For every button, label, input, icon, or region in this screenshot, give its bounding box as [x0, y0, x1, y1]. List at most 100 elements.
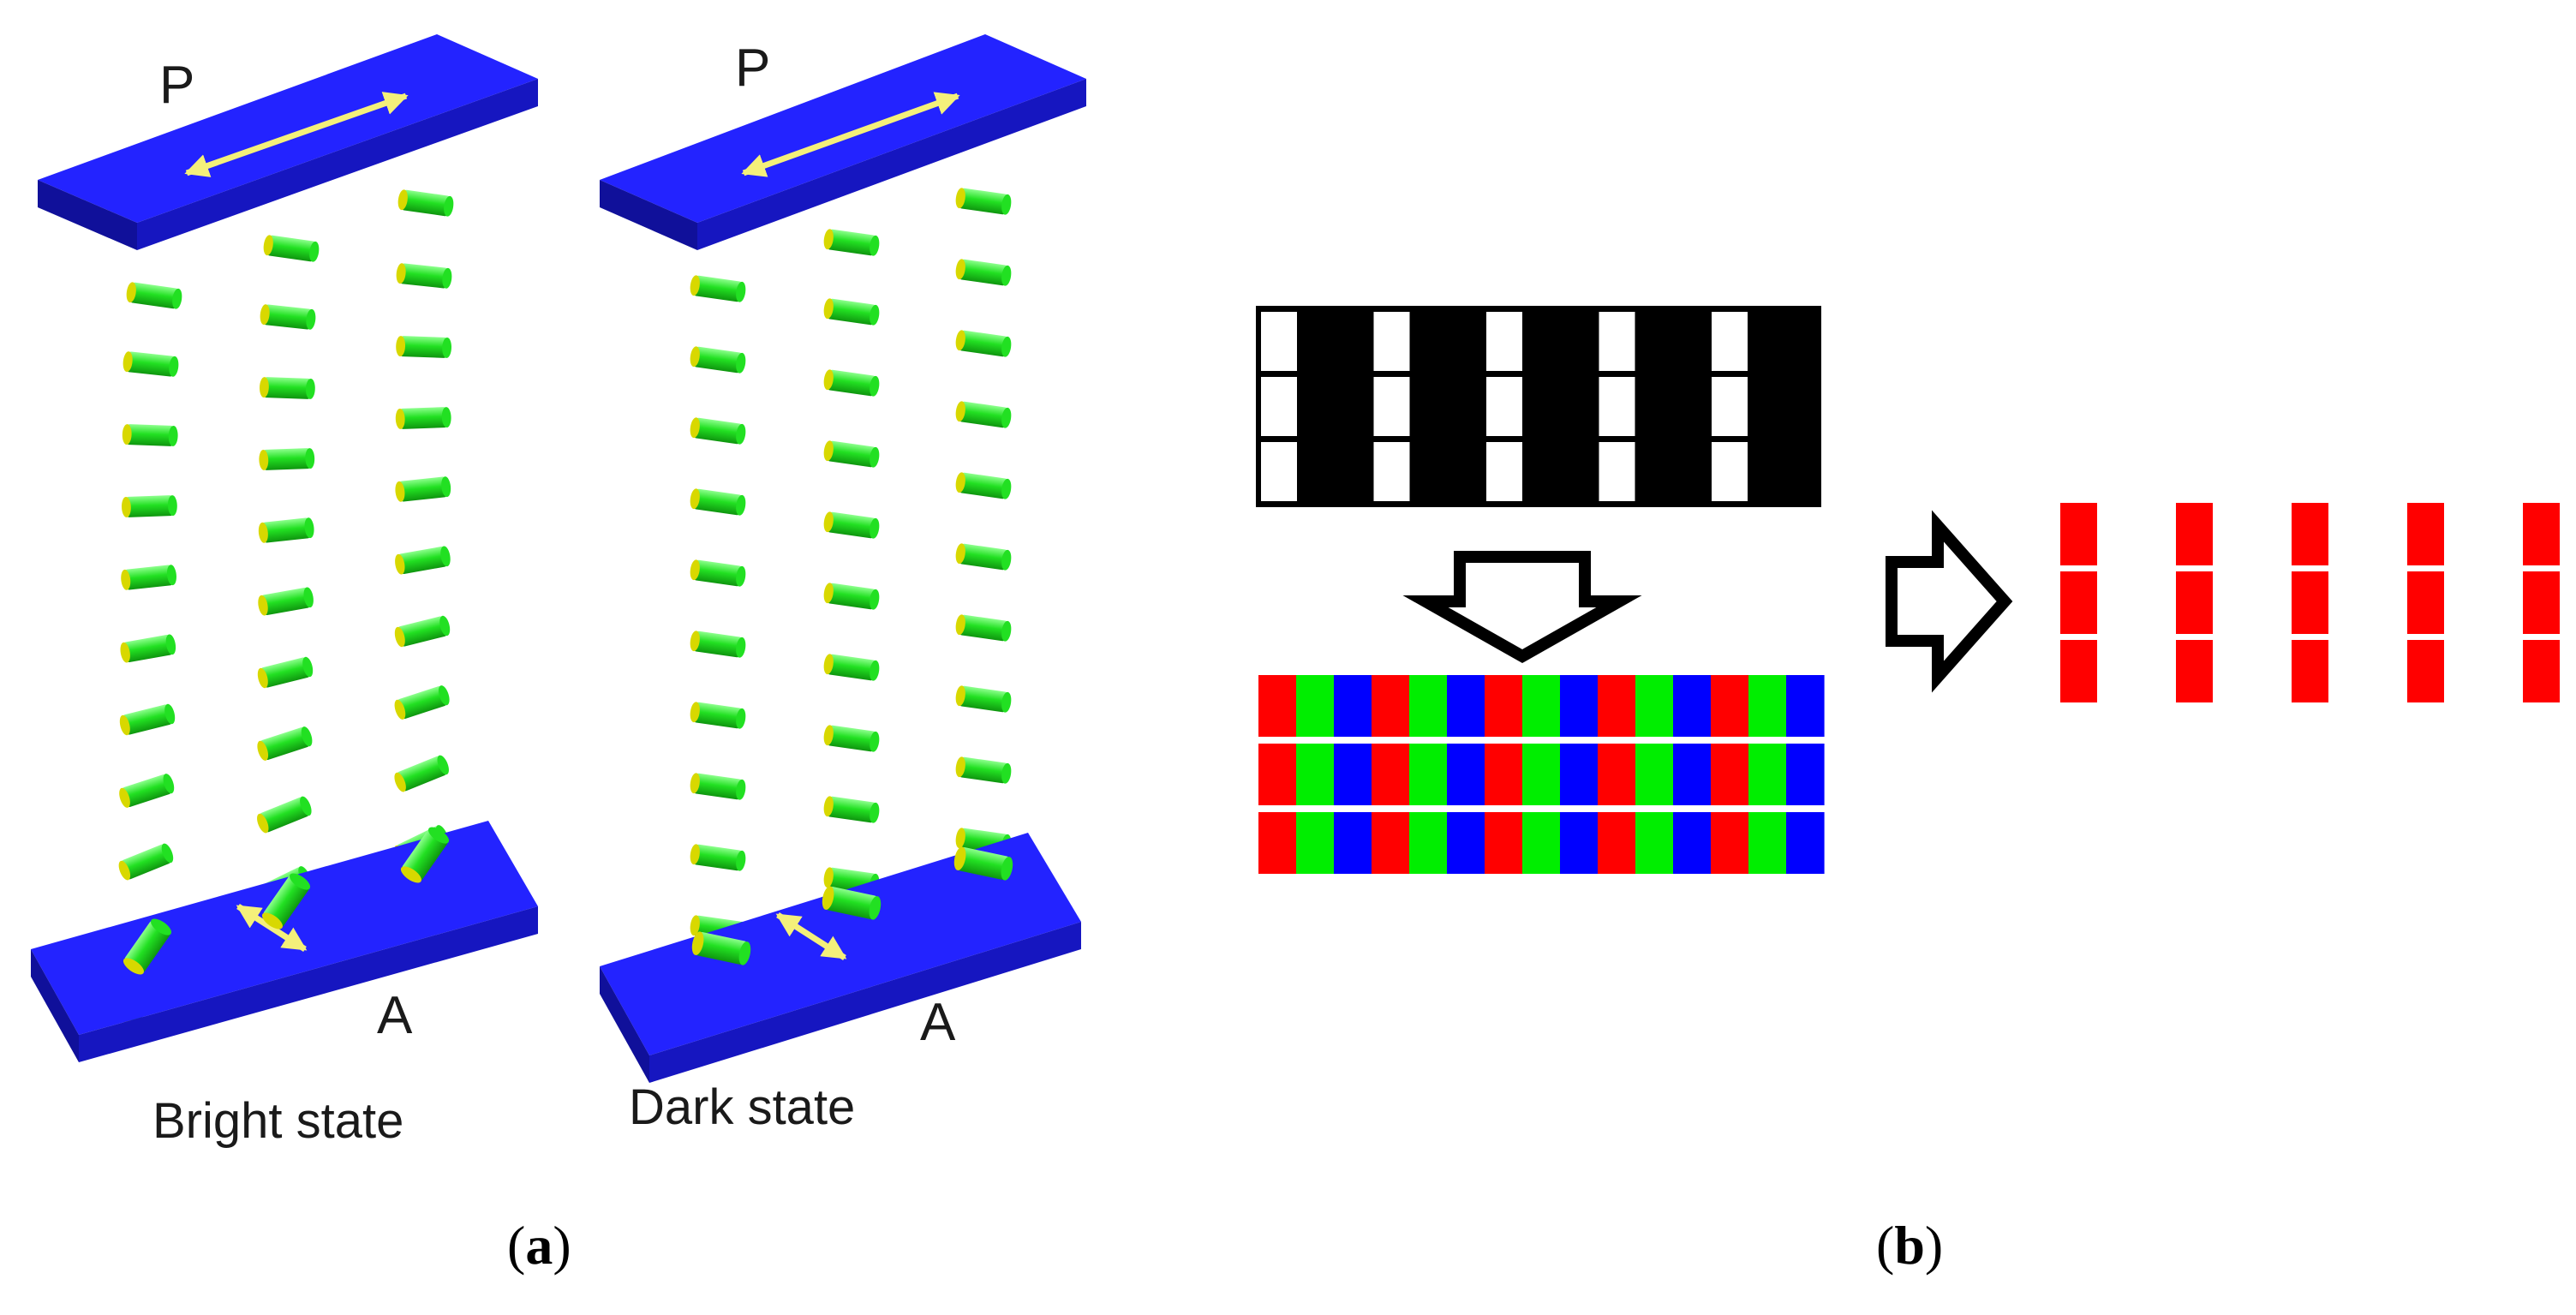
dark-molecule-c2-r3 — [955, 472, 1012, 499]
bright-molecule-c0-r7-body — [121, 844, 171, 880]
dark-molecule-c1-r7-far-cap — [870, 802, 880, 823]
dark-molecule-c2-r7 — [955, 756, 1012, 784]
dark-molecule-c0-r5-body — [693, 702, 743, 729]
bright-molecule-c0-r1 — [122, 424, 178, 446]
subpixel-B-c14-r0 — [1786, 675, 1825, 737]
bright-molecule-c2-r2-far-cap — [441, 407, 451, 428]
dark-molecule-c1-r0-body — [827, 298, 876, 326]
dark-molecule-c0-r6 — [690, 773, 746, 800]
rgb-subpixel-array — [1258, 675, 1825, 874]
caption-b: (b) — [1876, 1215, 1943, 1276]
dark-molecule-c0-r4-end-cap — [690, 631, 700, 652]
dark-molecule-c1-r4-body — [827, 583, 876, 610]
mask-window-c3-r2 — [1599, 442, 1635, 501]
dark-molecule-c1-r0-far-cap — [870, 304, 880, 326]
bright-molecule-c2-r5 — [394, 615, 451, 648]
bright-molecule-c1-r7 — [257, 796, 312, 834]
dark-molecule-c0-r2-end-cap — [690, 488, 700, 510]
dark-top-molecule-0 — [690, 275, 746, 302]
subpixel-G-c13-r2 — [1748, 812, 1787, 874]
subpixel-R-c6-r0 — [1485, 675, 1523, 737]
dark-molecule-c1-r7 — [823, 796, 880, 823]
bright-molecule-c0-r2-body — [126, 495, 173, 517]
subpixel-B-c2-r1 — [1334, 744, 1372, 805]
dark-molecule-c1-r5-body — [827, 654, 876, 681]
dark-molecule-c2-r1-far-cap — [1001, 336, 1012, 357]
dark-molecule-c0-r1-body — [693, 417, 743, 445]
dark-top-polarizer — [600, 34, 1086, 250]
dark-molecule-c0-r3-body — [693, 559, 743, 587]
bright-molecule-c0-r0-end-cap — [123, 351, 133, 373]
dark-molecule-c1-r0-end-cap — [823, 298, 834, 320]
dark-molecule-c0-r0-body — [693, 346, 743, 374]
subpixel-B-c11-r0 — [1673, 675, 1712, 737]
subpixel-B-c2-r0 — [1334, 675, 1372, 737]
dark-molecule-c2-r4-body — [959, 543, 1008, 571]
dark-molecule-c1-r5-far-cap — [870, 660, 880, 681]
bright-molecule-c1-r1-end-cap — [260, 377, 269, 398]
bright-molecule-c1-r3 — [258, 517, 314, 543]
bright-molecule-c1-r0-end-cap — [260, 304, 270, 326]
subpixel-R-c12-r2 — [1711, 812, 1749, 874]
bright-molecule-c0-r6-end-cap — [119, 787, 130, 808]
dark-molecule-c0-r7-body — [693, 844, 743, 871]
bright-molecule-c0-r1-body — [126, 424, 174, 446]
bright-molecule-c2-r3 — [395, 476, 451, 502]
subpixel-B-c14-r2 — [1786, 812, 1825, 874]
subpixel-R-c12-r1 — [1711, 744, 1749, 805]
subpixel-R-c12-r0 — [1711, 675, 1749, 737]
bright-molecule-c2-r4-end-cap — [395, 553, 405, 575]
dark-molecule-c2-r7-body — [959, 756, 1008, 784]
dark-top-molecule-0-body — [693, 275, 743, 302]
dark-molecule-c1-r2-far-cap — [870, 446, 880, 468]
bright-molecule-c2-r6 — [394, 685, 450, 720]
bright-molecule-c0-r3 — [121, 565, 176, 590]
mask-window-c0-r2 — [1261, 442, 1297, 501]
bright-molecule-c0-r3-end-cap — [121, 569, 131, 590]
dark-molecule-c1-r1 — [823, 369, 880, 397]
bright-molecule-c0-r1-end-cap — [122, 424, 132, 445]
subpixel-G-c4-r2 — [1409, 812, 1448, 874]
bright-molecule-c2-r1-end-cap — [396, 336, 406, 357]
bright-molecule-c1-r7-body — [260, 797, 309, 833]
bright-top-molecule-1-body — [266, 235, 316, 262]
bright-molecule-c0-r6-body — [122, 774, 171, 807]
dark-molecule-c2-r0-body — [959, 259, 1008, 286]
subpixel-B-c5-r2 — [1447, 812, 1485, 874]
dark-molecule-c1-r4 — [823, 583, 880, 610]
dark-top-molecule-2 — [955, 188, 1012, 215]
dark-molecule-c1-r0 — [823, 298, 880, 326]
bright-molecule-c0-r0-far-cap — [169, 356, 179, 377]
dark-molecule-c2-r5-body — [959, 614, 1008, 642]
bright-molecule-c2-r2 — [395, 407, 451, 429]
bright-top-polarizer-front — [38, 180, 137, 250]
dark-bottom-analyzer-front — [600, 966, 649, 1083]
dark-molecule-c2-r3-far-cap — [1001, 478, 1012, 499]
bright-top-molecule-2-far-cap — [444, 195, 454, 217]
bright-top-molecule-0-far-cap — [172, 288, 182, 309]
bright-molecule-c1-r2 — [259, 448, 315, 470]
bright-polarizer-label: P — [159, 56, 194, 115]
dark-polarizer-label: P — [735, 39, 770, 98]
dark-molecule-c0-r5-end-cap — [690, 702, 700, 723]
subpixel-R-c6-r2 — [1485, 812, 1523, 874]
subpixel-G-c1-r2 — [1296, 812, 1335, 874]
dark-molecule-c0-r6-end-cap — [690, 773, 700, 794]
bright-molecule-c2-r1-body — [400, 336, 447, 358]
bright-state-cell: P A Bright state — [31, 34, 538, 1149]
dark-molecule-c0-r4-far-cap — [736, 637, 746, 658]
bright-molecule-c1-r1-far-cap — [305, 378, 315, 399]
dark-molecule-c0-r3 — [690, 559, 746, 587]
bright-molecule-c1-r5-end-cap — [257, 667, 268, 689]
dark-molecule-c0-r6-far-cap — [736, 779, 746, 800]
subpixel-B-c5-r1 — [1447, 744, 1485, 805]
bright-molecule-c1-r3-body — [262, 517, 311, 543]
dark-molecule-c2-r4 — [955, 543, 1012, 571]
dark-molecule-c0-r7-end-cap — [690, 844, 700, 865]
dark-molecule-c0-r1-end-cap — [690, 417, 700, 439]
bright-molecule-c0-r0 — [123, 351, 179, 377]
output-red-subpixel-c0-r1 — [2060, 571, 2097, 634]
dark-molecule-c1-r5-end-cap — [823, 654, 834, 675]
output-red-subpixel-c2-r2 — [2292, 640, 2328, 702]
